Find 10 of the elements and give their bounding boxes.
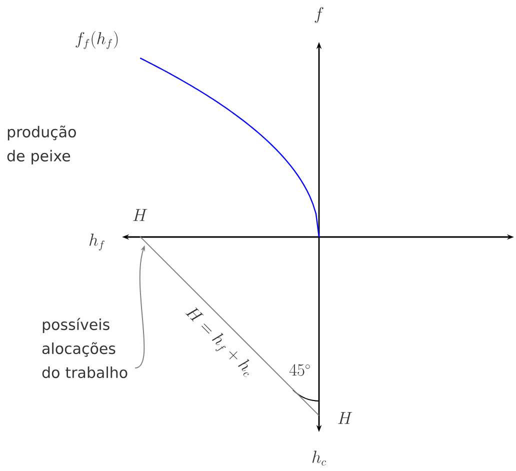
endpoint-label: $H$ (133, 209, 148, 221)
axis-label: $f$ (314, 7, 324, 23)
axis-title: produção de peixe (7, 126, 76, 164)
curve-label: $f_f(h_f)$ (76, 31, 118, 49)
endpoint-label: $H$ (338, 412, 352, 424)
annotation-text: possíveis alocações do trabalho (42, 318, 128, 378)
angle-label: $45^\circ$ (289, 364, 310, 376)
axis-label: $h_f$ (90, 234, 104, 250)
axis-label: $h_c$ (312, 450, 326, 466)
budget-line (140, 236, 320, 416)
